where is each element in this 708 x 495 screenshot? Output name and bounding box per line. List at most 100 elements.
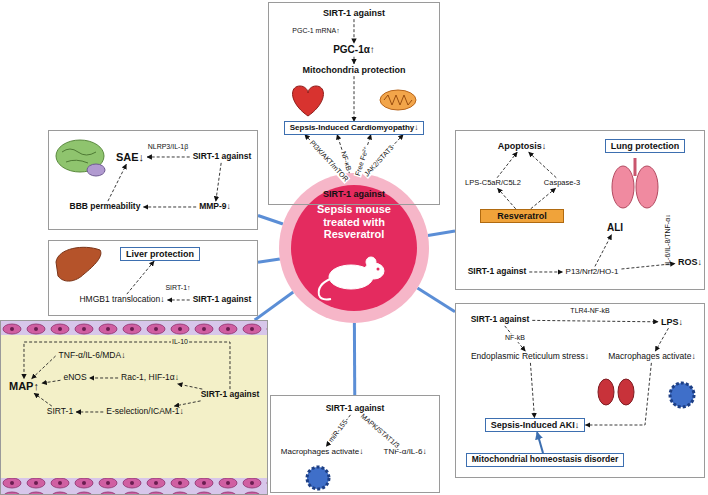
panel: Liver protectionHMGB1 translocation↓ SIRT… <box>48 240 258 316</box>
pathway-text: HMGB1 translocation↓ <box>76 294 167 306</box>
pathway-text: ALI <box>604 221 626 235</box>
pathway-arrow <box>24 342 230 389</box>
pathway-text: eNOS <box>60 372 89 384</box>
mouse-icon <box>319 257 384 300</box>
node-text: SIRT-1 against <box>471 315 530 325</box>
pathway-arrow <box>32 356 56 379</box>
kidney-icon <box>598 379 634 405</box>
pathway-arrow <box>216 163 221 201</box>
pathway-arrow <box>108 164 126 201</box>
pathway-text: BBB permeability <box>67 201 144 213</box>
node-text: SIRT-1 against <box>323 189 385 199</box>
outcome-box: Liver protection <box>120 247 200 261</box>
pathway-arrow <box>34 393 52 406</box>
node-text: SIRT-1 against <box>193 295 252 305</box>
node-text: Sepsis-Induced Cardiomyopathy↓ <box>290 123 418 132</box>
outcome-box: Mitochondrial homeostasis disorder <box>466 453 624 467</box>
pathway-text: Macrophages activate↓ <box>605 351 698 363</box>
pathway-arrow <box>174 401 200 406</box>
pathway-arrow <box>76 411 103 412</box>
pathway-arrow <box>655 328 668 351</box>
pathway-arrow <box>531 188 556 209</box>
node-text: Caspase-3 <box>544 179 580 188</box>
node-text: Mitochondria protection <box>303 65 406 75</box>
node-text: BBB permeability <box>70 202 141 212</box>
node-text: SIRT-1 against <box>323 8 385 18</box>
spoke-line <box>428 231 455 236</box>
node-text: SIRT-1 against <box>201 390 260 400</box>
pathway-arrow <box>147 156 190 157</box>
edge-label: PGC-1 mRNA↑ <box>291 27 340 35</box>
pathway-text: SIRT-1 against <box>190 294 255 306</box>
pathway-arrow <box>532 320 658 321</box>
drug-bar: Resveratrol <box>480 209 564 223</box>
pathway-arrow <box>530 363 534 418</box>
edge-label: IL-10 <box>171 338 189 346</box>
spoke-line <box>417 288 455 312</box>
pathway-text: PGC-1α↑ <box>330 43 378 57</box>
node-text: LPS↓ <box>661 317 683 327</box>
macrophage-icon <box>670 383 694 407</box>
node-text: SAE↓ <box>116 151 144 164</box>
node-text: PGC-1α↑ <box>333 44 375 56</box>
pathway-text: SIRT-1 against <box>198 389 263 401</box>
node-text: MMP-9↓ <box>199 202 231 212</box>
pathway-text: TNF-α/IL-6/MDA↓ <box>56 350 129 362</box>
node-text: Macrophages activate↓ <box>281 447 363 456</box>
pathway-arrow <box>143 206 196 207</box>
pathway-text: Caspase-3 <box>541 178 583 189</box>
node-text: Rac-1, HIF-1α↓ <box>121 373 179 383</box>
spoke-line <box>353 323 356 395</box>
pathway-arrow <box>42 380 60 383</box>
pathway-arrow <box>529 271 562 272</box>
pathway-arrow <box>168 299 190 300</box>
edge-label: NLRP3/IL-1β <box>147 143 190 151</box>
spoke-line <box>255 292 294 320</box>
node-text: Sepsis mouse treated with Resveratrol <box>302 173 406 241</box>
brain-icon <box>56 140 105 176</box>
mitochondria-icon <box>380 90 416 110</box>
node-text: Macrophages activate↓ <box>608 352 695 362</box>
panel: SIRT-1 against LPS↓ Endoplasmic Reticulum … <box>455 303 705 478</box>
node-text: ROS↓ <box>678 257 702 267</box>
outcome-box: Sepsis-Induced Cardiomyopathy↓ <box>284 121 424 134</box>
pathway-arrow <box>505 326 525 351</box>
node-text: eNOS <box>63 373 86 383</box>
pathway-text: SIRT-1 <box>44 406 76 418</box>
pathway-arrow <box>497 152 517 178</box>
pathway-arrow <box>178 384 203 389</box>
node-text: LPS-C5aR/C5L2 <box>465 179 521 188</box>
pathway-arrow <box>354 76 355 121</box>
node-text: P13/Nrf2/HO-1 <box>566 267 619 276</box>
pathway-arrow <box>127 261 154 294</box>
pathway-arrow <box>354 57 355 64</box>
pathway-text: SIRT-1 against <box>320 7 388 19</box>
pathway-text: SAE↓ <box>113 150 147 165</box>
pathway-arrow <box>537 432 543 453</box>
pathway-text: LPS↓ <box>658 316 686 328</box>
spoke-line <box>258 216 283 224</box>
pathway-text: ROS↓ <box>675 256 705 268</box>
node-text: Lung protection <box>611 141 680 151</box>
outcome-box: Sepsis-Induced AKI↓ <box>485 418 586 432</box>
node-text: E-selection/ICAM-1↓ <box>106 407 183 417</box>
pathway-text: Endoplasmic Reticulum stress↓ <box>468 351 592 363</box>
pathway-text: MMP-9↓ <box>196 201 234 213</box>
pathway-text: E-selection/ICAM-1↓ <box>103 406 186 418</box>
edge-label: MAPK/STAT1/3 <box>359 411 402 450</box>
node-text: Apoptosis↓ <box>498 141 547 151</box>
pathway-arrow <box>90 377 119 378</box>
pathway-arrow <box>585 363 651 425</box>
note-label: IL-6/IL-8/TNF-α↓ <box>664 213 672 267</box>
pathway-text: Macrophages activate↓ <box>278 446 366 457</box>
pathway-text: SIRT-1 against <box>320 188 388 200</box>
node-text: SIRT-1 against <box>193 152 252 162</box>
outcome-box: Lung protection <box>605 139 686 153</box>
node-text: SIRT-1 against <box>468 267 527 277</box>
edge-label: TLR4-NF-kB <box>569 307 610 315</box>
macrophage-icon <box>307 467 329 489</box>
pathway-arrow <box>529 152 557 178</box>
node-text: Mitochondrial homeostasis disorder <box>472 455 618 465</box>
node-text: TNF-α/IL-6/MDA↓ <box>59 351 126 361</box>
node-text: SIRT-1 <box>47 407 73 417</box>
